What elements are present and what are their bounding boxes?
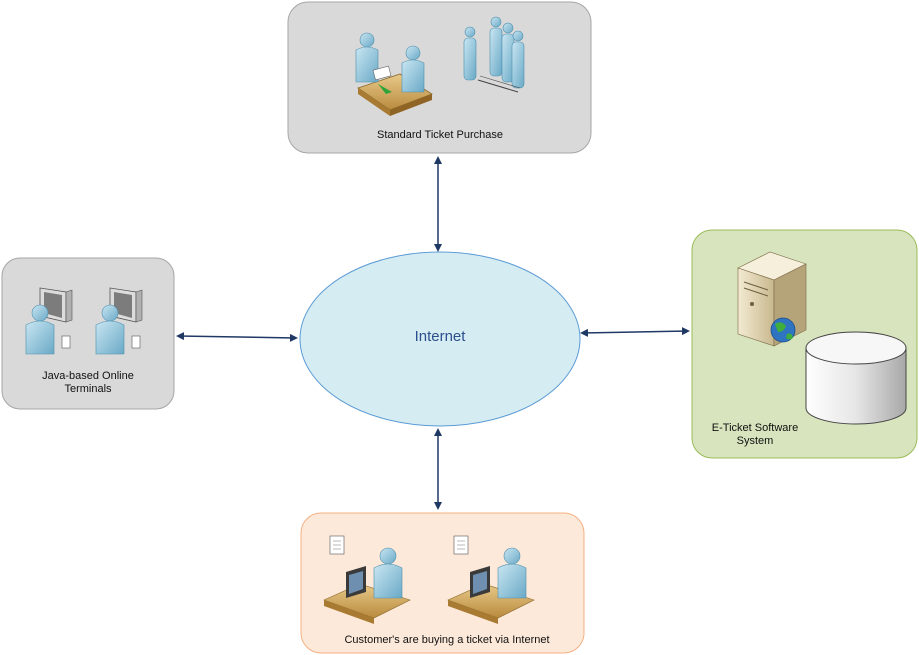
node-java-terminals: [1, 257, 175, 410]
ticket-counter-icon: [355, 32, 433, 116]
customer-workstation-icon: [447, 535, 535, 624]
customer-workstation-icon: [323, 535, 411, 624]
database-icon: [805, 331, 907, 425]
terminal-user-icon: [25, 287, 73, 355]
node-internet: [299, 251, 581, 427]
node-eticket-system: [691, 229, 918, 459]
edge-eticket-internet: [580, 327, 690, 337]
label-eticket-system: E-Ticket Software System: [711, 422, 799, 447]
node-standard-ticket-purchase: [287, 1, 592, 154]
label-internet: Internet: [414, 328, 466, 345]
edge-terminals-internet: [176, 332, 298, 342]
queue-icon: [463, 16, 525, 93]
globe-icon: [770, 317, 796, 343]
label-java-terminals: Java-based Online Terminals: [42, 370, 134, 395]
terminal-user-icon: [95, 287, 143, 355]
node-customers: [300, 512, 585, 654]
edges: [176, 156, 690, 510]
label-customers: Customer's are buying a ticket via Inter…: [344, 634, 550, 646]
label-standard-ticket-purchase: Standard Ticket Purchase: [377, 129, 503, 141]
